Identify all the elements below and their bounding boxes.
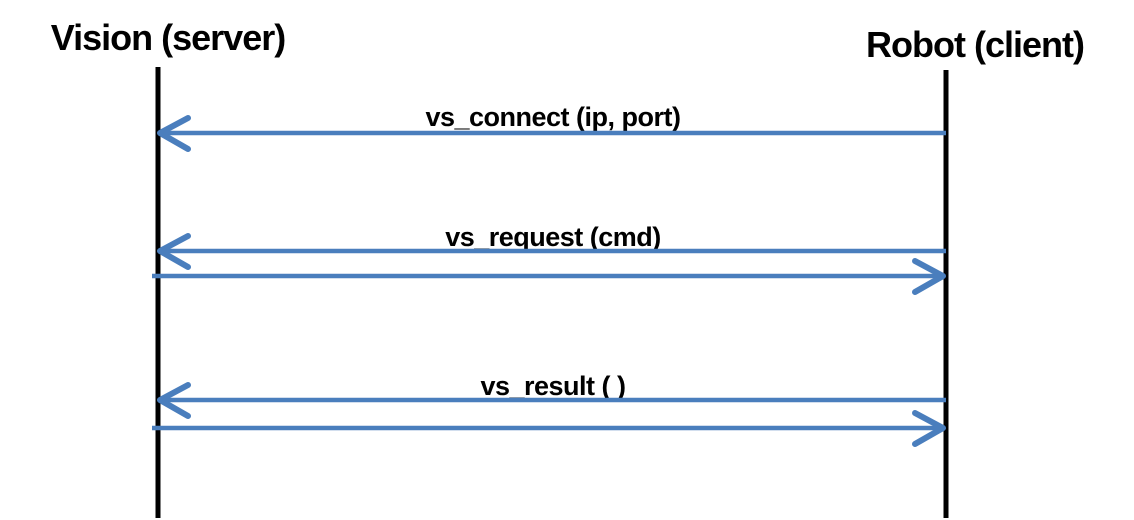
message-vs-request-label: vs_request (cmd) — [445, 222, 661, 252]
arrowhead-left-icon — [157, 233, 191, 270]
right-actor-title: Robot (client) — [866, 24, 1084, 65]
arrowhead-right-icon — [912, 410, 946, 447]
arrowhead-left-icon — [157, 382, 191, 419]
message-vs-connect-label: vs_connect (ip, port) — [425, 102, 680, 132]
message-vs-result-label: vs_result ( ) — [480, 371, 625, 401]
message-vs-connect: vs_connect (ip, port) — [157, 102, 946, 152]
left-actor-title: Vision (server) — [51, 17, 285, 58]
message-vs-result: vs_result ( ) — [152, 371, 946, 447]
arrowhead-left-icon — [157, 115, 191, 152]
message-vs-request: vs_request (cmd) — [152, 222, 946, 295]
arrowhead-right-icon — [912, 258, 946, 295]
